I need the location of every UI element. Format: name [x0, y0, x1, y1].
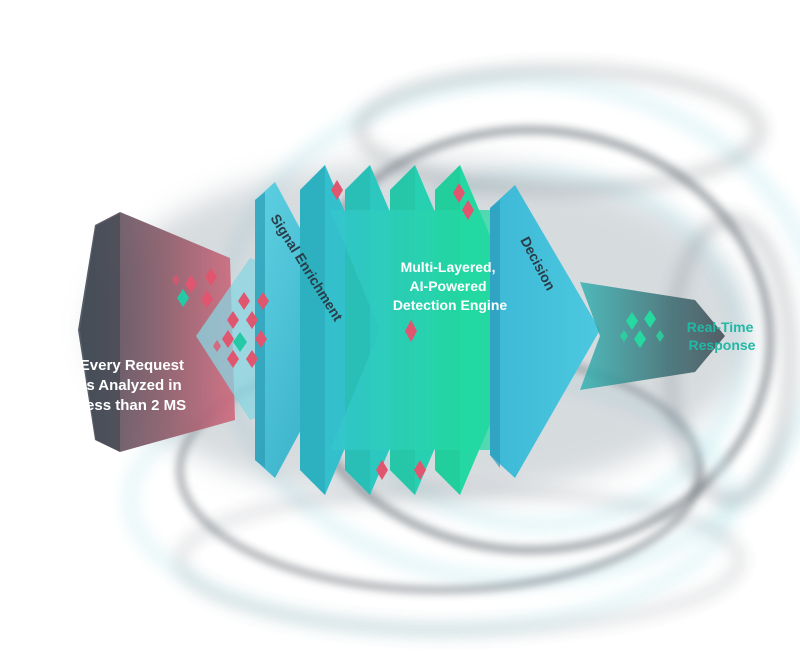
detection-markers [331, 180, 474, 480]
detection-label-line-2: AI-Powered [410, 278, 487, 294]
output-label-line-1: Real-Time [687, 319, 754, 335]
detection-label-line-3: Detection Engine [393, 297, 508, 313]
enrichment-markers [213, 292, 269, 368]
output-cone [580, 282, 725, 390]
detection-label-line-1: Multi-Layered, [401, 259, 496, 275]
input-funnel [78, 212, 235, 452]
response-markers [620, 310, 664, 348]
output-label: Real-Time Response [687, 319, 758, 353]
request-markers [172, 268, 217, 308]
input-label-line-3: less than 2 MS [82, 397, 186, 414]
output-label-line-2: Response [689, 337, 756, 353]
input-label-line-2: is Analyzed in [82, 377, 181, 394]
detection-engine-label: Multi-Layered, AI-Powered Detection Engi… [393, 259, 508, 313]
decision-panel [490, 185, 600, 478]
input-label: Every Request is Analyzed in less than 2… [80, 357, 188, 414]
input-label-line-1: Every Request [80, 357, 184, 374]
